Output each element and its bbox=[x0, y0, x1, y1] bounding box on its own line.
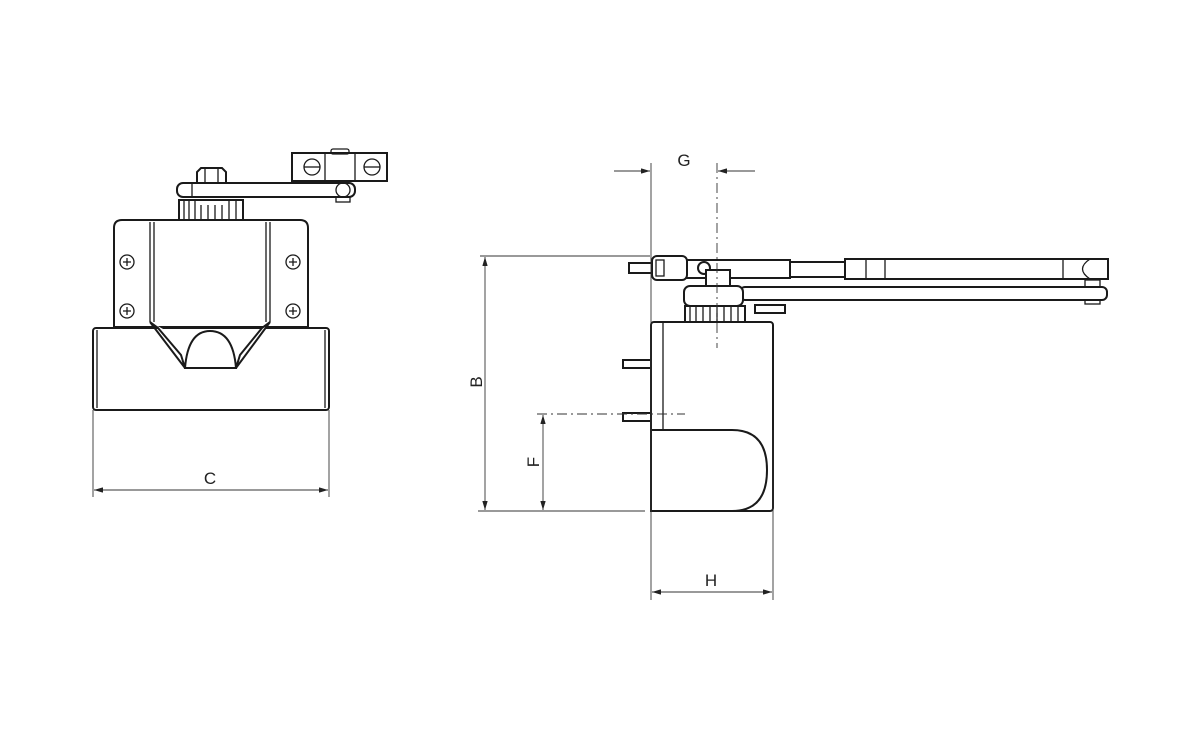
dimension-b-label: B bbox=[467, 376, 486, 387]
hex-nut bbox=[705, 269, 731, 287]
screw-icon bbox=[285, 303, 301, 319]
dome-cutout bbox=[183, 329, 238, 369]
dimension-c-label: C bbox=[204, 469, 216, 488]
dimension-h-label: H bbox=[705, 571, 717, 590]
dimension-g-label: G bbox=[677, 151, 690, 170]
upper-arm-tube bbox=[844, 258, 1109, 280]
dimension-f-label: F bbox=[524, 457, 543, 467]
front-view bbox=[92, 148, 388, 497]
arm bbox=[176, 182, 356, 198]
screw-icon bbox=[119, 254, 135, 270]
screw-icon bbox=[285, 254, 301, 270]
hex-nut bbox=[196, 167, 227, 184]
closer-cover bbox=[650, 429, 769, 512]
lower-arm bbox=[739, 286, 1108, 301]
arm-clamp bbox=[651, 255, 688, 281]
closer-body-upper bbox=[113, 219, 309, 328]
pinion-housing bbox=[683, 285, 744, 307]
pinion-gear bbox=[684, 305, 746, 323]
side-view bbox=[478, 163, 1109, 600]
mounting-pin bbox=[622, 359, 652, 369]
screw-icon bbox=[119, 303, 135, 319]
